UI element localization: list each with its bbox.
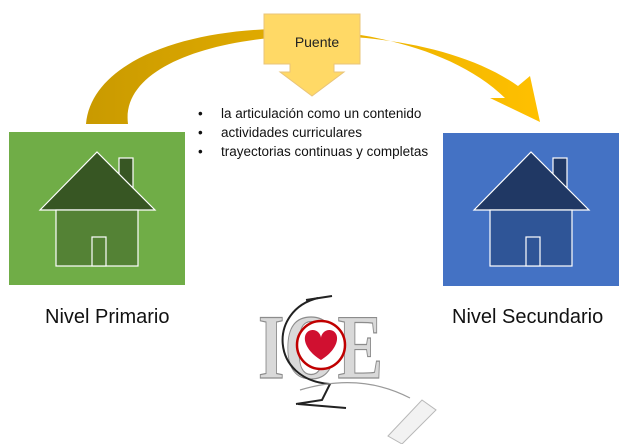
ioe-logo: IOE (257, 295, 437, 444)
chalk-icon (387, 399, 437, 444)
bullet-item: actividades curriculares (196, 123, 428, 142)
bridge-bullet-list: la articulación como un contenido activi… (196, 104, 428, 161)
secondary-level-label: Nivel Secundario (452, 306, 604, 328)
primary-house-block (9, 132, 185, 285)
bridge-label: Puente (294, 34, 340, 50)
secondary-house-block (443, 133, 619, 286)
house-icon (38, 151, 157, 267)
bullet-item: trayectorias continuas y completas (196, 142, 428, 161)
house-icon (472, 151, 591, 267)
bridge-callout (263, 13, 361, 97)
heart-icon (304, 330, 338, 360)
primary-level-label: Nivel Primario (45, 306, 170, 328)
chalk-line (299, 382, 411, 399)
bullet-item: la articulación como un contenido (196, 104, 428, 123)
